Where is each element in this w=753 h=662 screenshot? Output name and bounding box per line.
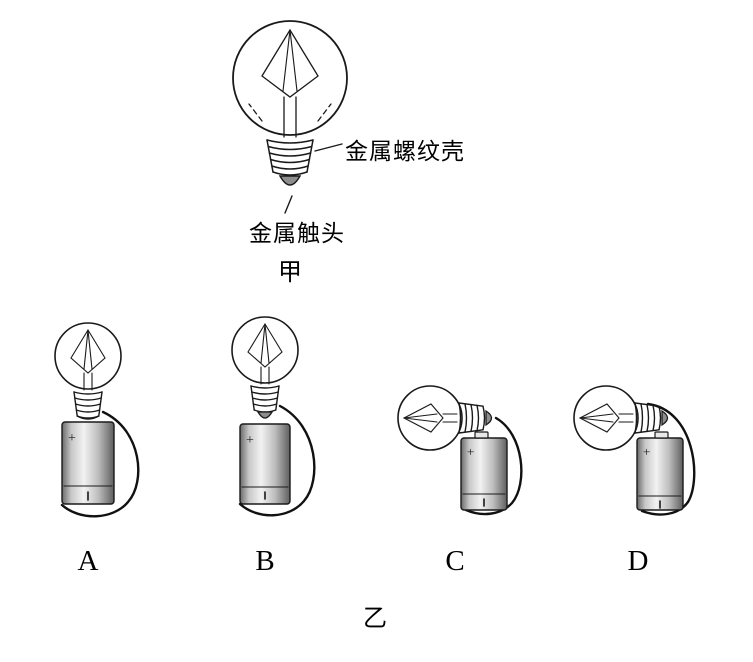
figure-caption-yi: 乙 — [363, 606, 387, 632]
bulb-glass — [397, 385, 463, 451]
option-b-diagram: + — [231, 316, 316, 517]
option-label-b: B — [255, 545, 275, 577]
battery: + — [239, 423, 291, 505]
metal-contact-tip — [485, 409, 493, 427]
option-d-diagram: + — [573, 385, 696, 516]
glass-dash-right — [317, 103, 332, 122]
bulb-glass — [231, 316, 299, 384]
metal-contact-tip — [256, 411, 274, 419]
filament — [402, 403, 458, 433]
wire — [640, 402, 696, 516]
screw-shell — [458, 402, 486, 434]
battery-plus-sign: + — [643, 444, 650, 459]
metal-contact-tip — [278, 175, 302, 186]
battery-plus-sign: + — [68, 431, 76, 446]
metal-contact-tip — [661, 409, 669, 427]
battery-top-button — [474, 431, 489, 439]
battery-plus-sign: + — [246, 433, 254, 448]
screw-shell — [250, 385, 280, 413]
leader-line-shell — [314, 143, 343, 152]
screw-shell — [634, 402, 662, 434]
bulb-glass — [573, 385, 639, 451]
labeled-bulb-diagram — [232, 20, 348, 214]
metal-contact-label: 金属触头 — [249, 221, 345, 246]
filament — [261, 28, 319, 138]
battery: + — [460, 431, 508, 511]
battery: + — [636, 431, 684, 511]
filament — [70, 328, 106, 391]
option-label-c: C — [445, 545, 465, 577]
wire — [238, 404, 316, 517]
wire — [60, 410, 140, 518]
battery: + — [61, 421, 115, 505]
filament — [578, 403, 634, 433]
battery-plus-sign: + — [467, 444, 474, 459]
screw-shell — [266, 139, 314, 176]
bulb-glass — [232, 20, 348, 136]
bulb-glass — [54, 322, 122, 390]
leader-line-contact — [284, 195, 293, 214]
figure-caption-jia: 甲 — [278, 260, 302, 286]
metal-screw-shell-label: 金属螺纹壳 — [345, 139, 465, 164]
option-a-diagram: + — [54, 322, 140, 518]
glass-dash-left — [248, 103, 263, 122]
option-label-a: A — [77, 545, 99, 577]
filament — [247, 322, 283, 385]
option-c-diagram: + — [397, 385, 523, 516]
screw-shell — [73, 391, 103, 420]
wire — [464, 416, 523, 516]
option-label-d: D — [627, 545, 649, 577]
battery-top-button — [654, 431, 669, 439]
